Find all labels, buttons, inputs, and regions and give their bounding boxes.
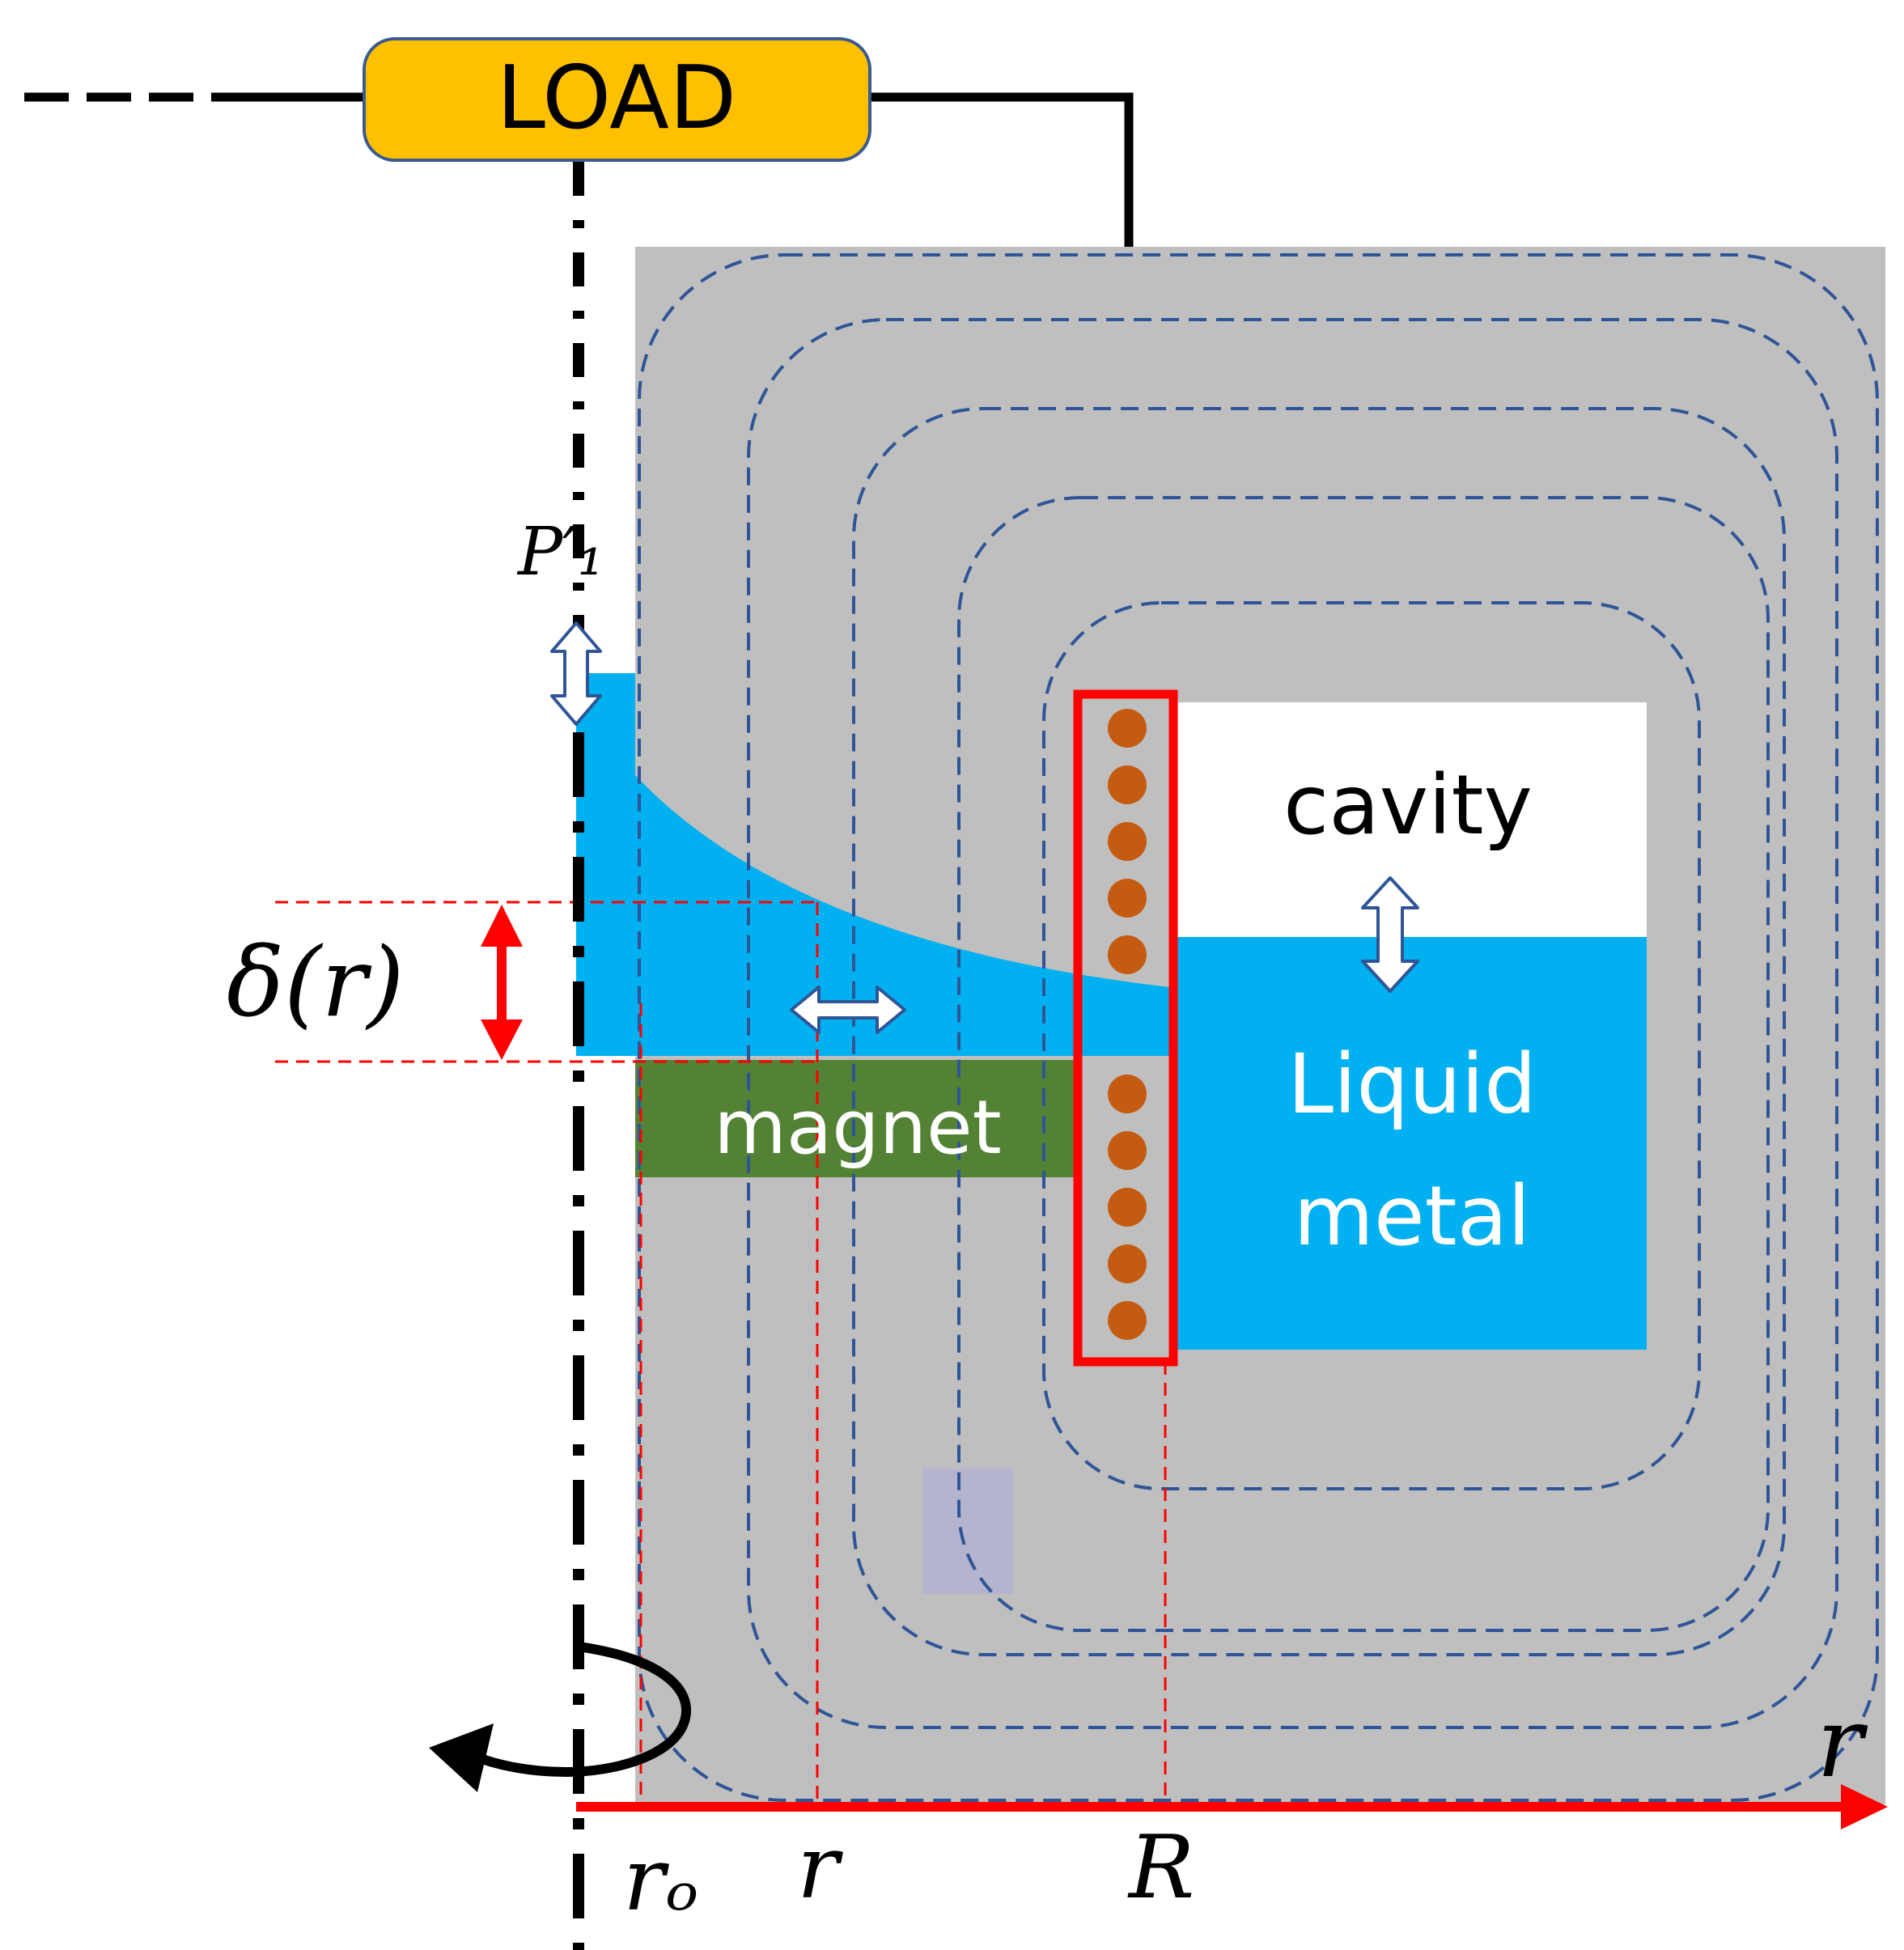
load-label: LOAD — [497, 48, 736, 149]
delta-arrow-head-top — [481, 905, 523, 947]
rotation-arrow-icon — [429, 1642, 692, 1792]
cavity-label: cavity — [1283, 757, 1533, 854]
coil-wire — [1108, 1075, 1147, 1113]
coil-wire — [1108, 1131, 1147, 1170]
coil-wire — [1108, 1244, 1147, 1283]
guide-lines — [275, 901, 1167, 1803]
coil-wire — [1108, 765, 1147, 804]
R-label: R — [1127, 1817, 1194, 1918]
double-headed-arrow-icon — [550, 621, 1419, 1034]
coil-frame — [1073, 689, 1178, 1367]
coil-wire — [1108, 879, 1147, 918]
r-label: r — [797, 1817, 843, 1918]
coil-wire — [1108, 822, 1147, 861]
flux-loop-3 — [852, 407, 1786, 1656]
coil — [1073, 689, 1178, 1367]
coil-wire — [1108, 709, 1147, 748]
liquid-metal-label-line1: Liquid — [1287, 1036, 1537, 1133]
r-axis-label: r — [1817, 1687, 1868, 1800]
purple-block — [922, 1469, 1013, 1594]
r-axis-arrowhead — [1841, 1784, 1888, 1829]
pressure-double-arrow-icon — [550, 621, 602, 726]
flux-lines — [638, 253, 1879, 1802]
pressure-label: P′₁ — [516, 514, 604, 591]
liquid-metal-label-line2: metal — [1294, 1168, 1531, 1265]
coil-wire — [1108, 1301, 1147, 1340]
flux-loop-4 — [957, 496, 1770, 1632]
delta-label: δ(r) — [227, 926, 405, 1038]
coil-wire — [1108, 1188, 1147, 1227]
coil-wires — [1108, 709, 1147, 1340]
liquid-meniscus — [576, 673, 1169, 1056]
coil-wire — [1108, 935, 1147, 974]
flux-loop-2 — [747, 318, 1838, 1729]
load-box — [363, 37, 871, 162]
r0-label: rₒ — [623, 1829, 698, 1931]
delta-arrow-head-bottom — [481, 1020, 523, 1060]
rotation-arrow-arc — [471, 1642, 692, 1778]
delta-arrow — [481, 905, 523, 1060]
rotation-arrow-head — [429, 1723, 494, 1792]
magnet — [635, 1060, 1076, 1177]
flux-loop-5 — [1042, 601, 1701, 1490]
liquid-metal-reservoir — [1169, 937, 1647, 1350]
flux-loop-1 — [638, 253, 1879, 1802]
level-double-arrow-icon — [1361, 876, 1419, 993]
magnet-label: magnet — [714, 1084, 1001, 1171]
horizontal-double-arrow-icon — [790, 986, 906, 1034]
